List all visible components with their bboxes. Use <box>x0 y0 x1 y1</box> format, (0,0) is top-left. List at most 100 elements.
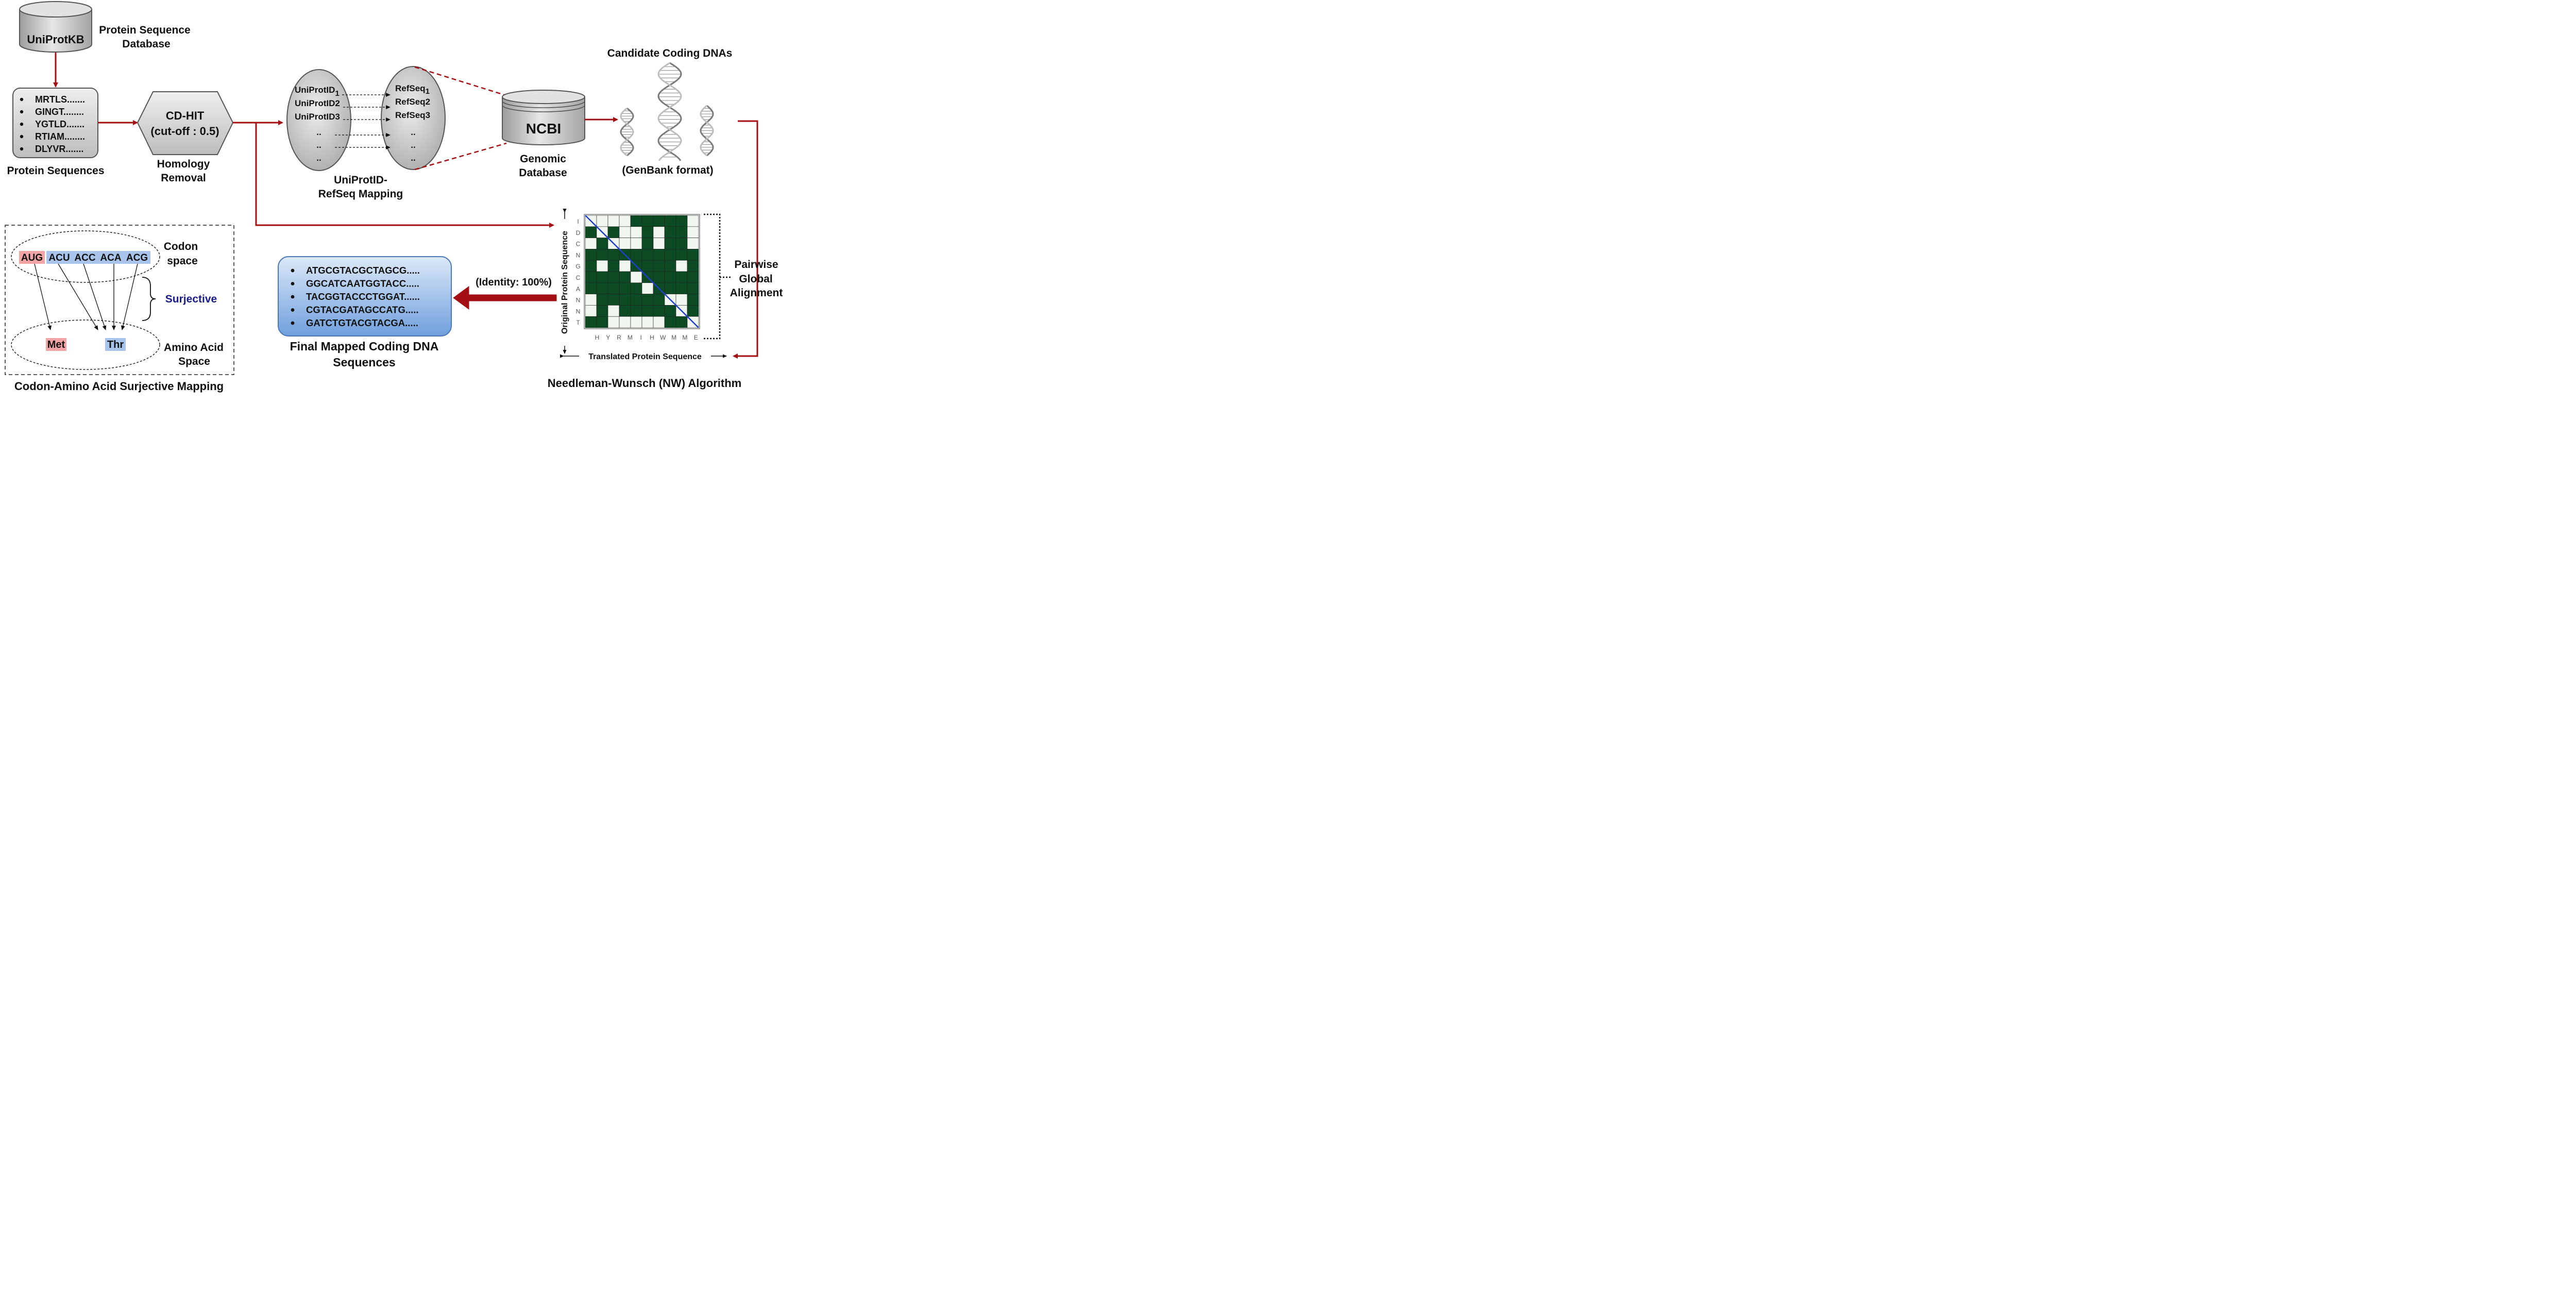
nw-matrix-cell <box>687 226 699 238</box>
nw-matrix-cell <box>664 238 676 249</box>
nw-matrix-cell <box>653 249 665 261</box>
nw-matrix-cell <box>596 294 608 306</box>
final-sequence-item: CGTACGATAGCCATG..... <box>306 305 419 315</box>
nw-matrix-cell <box>630 249 642 261</box>
uniprot-dots: .. <box>316 153 321 163</box>
nw-matrix-cell <box>675 238 688 249</box>
nw-col-label: E <box>694 334 698 341</box>
nw-matrix-cell <box>675 294 688 306</box>
nw-matrix-cell <box>630 215 642 227</box>
codon-highlight <box>46 251 72 264</box>
nw-matrix-cell <box>619 226 631 238</box>
nw-matrix-cell <box>653 305 665 317</box>
nw-matrix-cell <box>607 226 620 238</box>
nw-matrix-cell <box>641 294 654 306</box>
codon-panel-border <box>5 225 234 375</box>
nw-matrix-cell <box>687 260 699 272</box>
nw-matrix-cell <box>607 271 620 283</box>
nw-matrix-cell <box>687 282 699 294</box>
protein-sequence-item: MRTLS....... <box>35 94 85 105</box>
final-sequence-list: ATGCGTACGCTAGCG.....GGCATCAATGGTACC.....… <box>291 265 420 328</box>
final-sequences-box <box>278 256 452 336</box>
pairwise-label-line2: Global <box>739 273 772 285</box>
nw-x-axis-label: Translated Protein Sequence <box>588 352 702 361</box>
nw-matrix-cell <box>619 260 631 272</box>
nw-matrix-cell <box>585 282 597 294</box>
bullet-icon <box>291 268 295 273</box>
nw-matrix-cell <box>619 215 631 227</box>
nw-col-label: Y <box>606 334 610 341</box>
protein-sequences-caption: Protein Sequences <box>7 165 104 177</box>
mapping-arrows <box>335 93 391 149</box>
codon-mapping-arrows <box>34 263 138 330</box>
nw-row-label: N <box>576 297 581 304</box>
surjective-brace <box>142 277 156 321</box>
nw-matrix-cell <box>619 282 631 294</box>
dna-helix-icon <box>620 107 634 157</box>
codon-space-label-line2: space <box>167 255 198 267</box>
final-sequence-item: GGCATCAATGGTACC..... <box>306 278 419 289</box>
nw-matrix-cell <box>641 316 654 328</box>
candidate-dna-title: Candidate Coding DNAs <box>607 47 733 59</box>
nw-matrix-cell <box>641 282 654 294</box>
nw-matrix-cell <box>675 215 688 227</box>
nw-matrix-cell <box>596 238 608 249</box>
nw-matrix-cell <box>607 249 620 261</box>
ncbi-label: NCBI <box>526 121 561 137</box>
nw-matrix-cell <box>664 249 676 261</box>
nw-row-label: A <box>576 285 580 293</box>
uniprot-dots: .. <box>316 140 321 150</box>
nw-matrix-cell <box>653 260 665 272</box>
refseq-ellipse <box>381 66 446 170</box>
zoom-line-top <box>414 66 508 97</box>
codon-item: ACA <box>100 252 121 263</box>
amino-acid-highlight <box>46 338 66 351</box>
nw-matrix-cell <box>607 282 620 294</box>
nw-matrix-cell <box>641 260 654 272</box>
protein-sequence-item: DLYVR....... <box>35 144 83 154</box>
nw-col-label: W <box>660 334 666 341</box>
nw-row-label: D <box>576 229 581 237</box>
nw-matrix-cell <box>630 305 642 317</box>
nw-matrix-cell <box>664 305 676 317</box>
uniprot-caption-line1: Protein Sequence <box>99 24 190 36</box>
nw-matrix-cell <box>653 226 665 238</box>
nw-matrix-cell <box>653 238 665 249</box>
ncbi-caption-line1: Genomic <box>520 153 566 165</box>
refseq-dots: .. <box>411 153 415 163</box>
bullet-icon <box>291 282 295 285</box>
nw-row-label: C <box>576 241 581 248</box>
uniprot-id-item: UniProtID1 <box>295 85 340 98</box>
nw-caption: Needleman-Wunsch (NW) Algorithm <box>548 377 741 390</box>
mapping-caption-line2: RefSeq Mapping <box>318 188 403 200</box>
codon-item: ACC <box>74 252 95 263</box>
nw-row-label: G <box>575 263 580 270</box>
cdhit-caption-line2: Removal <box>161 172 206 184</box>
nw-matrix-cell <box>675 249 688 261</box>
ncbi-caption-line2: Database <box>519 167 567 179</box>
dna-helix-icon <box>700 105 714 157</box>
protein-sequence-item: GINGT........ <box>35 107 84 117</box>
nw-matrix-cell <box>687 305 699 317</box>
genbank-format-label: (GenBank format) <box>622 164 713 176</box>
nw-matrix-cell <box>664 215 676 227</box>
codon-space-ellipse <box>11 230 160 283</box>
amino-acid-highlight <box>105 338 126 351</box>
uniprot-label: UniProtKB <box>27 33 84 46</box>
nw-row-label: C <box>576 274 581 281</box>
nw-col-label: H <box>650 334 654 341</box>
nw-matrix-cell <box>641 215 654 227</box>
nw-matrix-cell <box>653 271 665 283</box>
nw-matrix-cell <box>619 271 631 283</box>
nw-matrix-cell <box>675 271 688 283</box>
nw-matrix-cell <box>596 271 608 283</box>
nw-matrix-cell <box>619 294 631 306</box>
nw-row-label: T <box>576 319 580 326</box>
surjective-label: Surjective <box>165 293 217 305</box>
pairwise-label-line1: Pairwise <box>734 259 778 271</box>
final-caption-line2: Sequences <box>333 356 395 369</box>
codon-panel-caption: Codon-Amino Acid Surjective Mapping <box>14 380 224 393</box>
cdhit-caption-line1: Homology <box>157 158 210 170</box>
dna-to-nw-arrow <box>733 120 758 359</box>
